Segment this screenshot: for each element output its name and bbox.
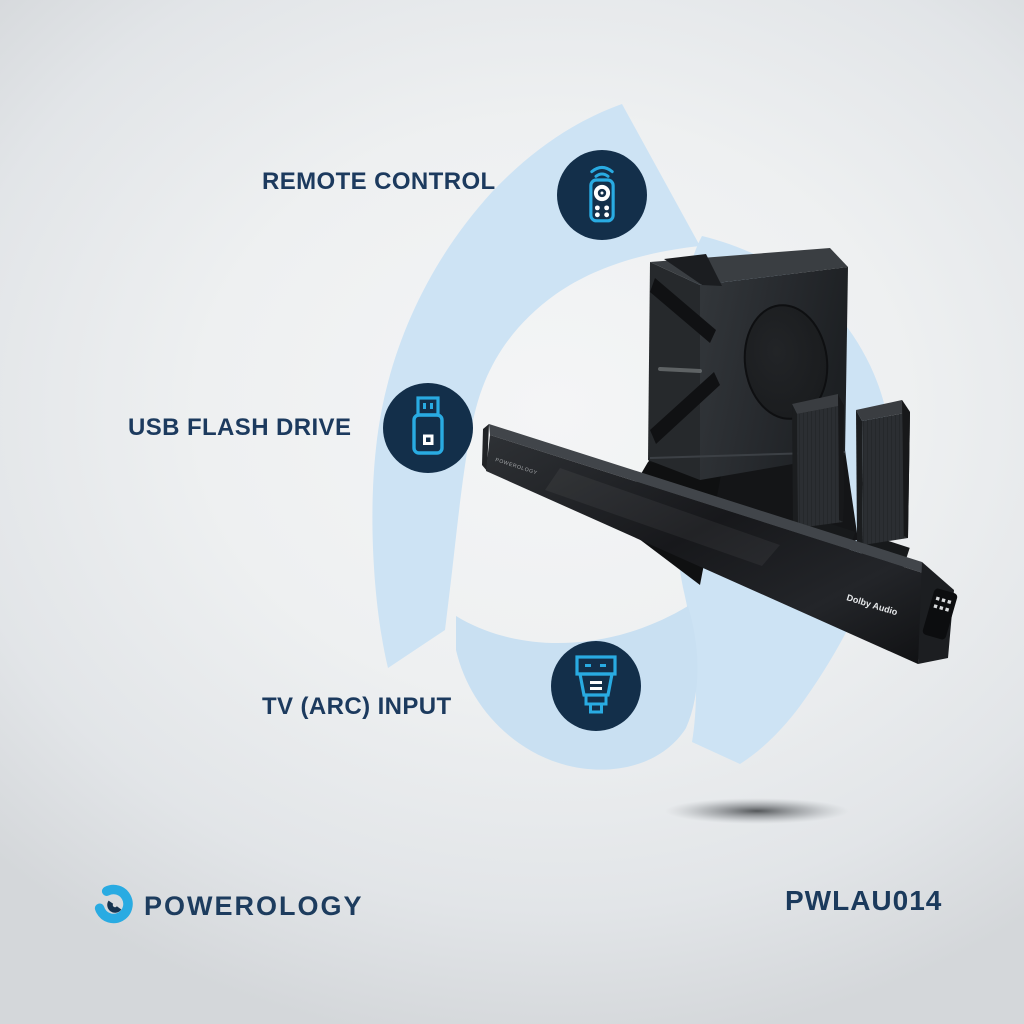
- soundbar-image: POWEROLOGY Dolby Audio: [482, 424, 958, 664]
- swirl-left-band: [372, 104, 700, 668]
- feature-label-remote-control: REMOTE CONTROL: [262, 168, 496, 195]
- feature-label-tv-arc-input: TV (ARC) INPUT: [262, 693, 452, 720]
- hdmi-arc-input-icon: [570, 653, 622, 720]
- remote-control-icon: [576, 162, 628, 229]
- satellite-speaker-left-image: [792, 394, 844, 528]
- powerology-logo-icon: [94, 884, 134, 929]
- brand-lockup: POWEROLOGY: [94, 884, 364, 929]
- brand-name: POWEROLOGY: [144, 891, 364, 921]
- soundbar-shadow: [665, 798, 849, 824]
- model-number: PWLAU014: [785, 885, 943, 916]
- usb-flash-drive-badge: [383, 383, 473, 473]
- satellite-speaker-right-image: [856, 400, 910, 545]
- feature-label-usb-flash-drive: USB FLASH DRIVE: [128, 414, 352, 441]
- speaker-system-image: POWEROLOGY Dolby Audio: [482, 248, 958, 664]
- remote-control-badge: [557, 150, 647, 240]
- usb-flash-drive-icon: [405, 395, 451, 462]
- hdmi-arc-badge: [551, 641, 641, 731]
